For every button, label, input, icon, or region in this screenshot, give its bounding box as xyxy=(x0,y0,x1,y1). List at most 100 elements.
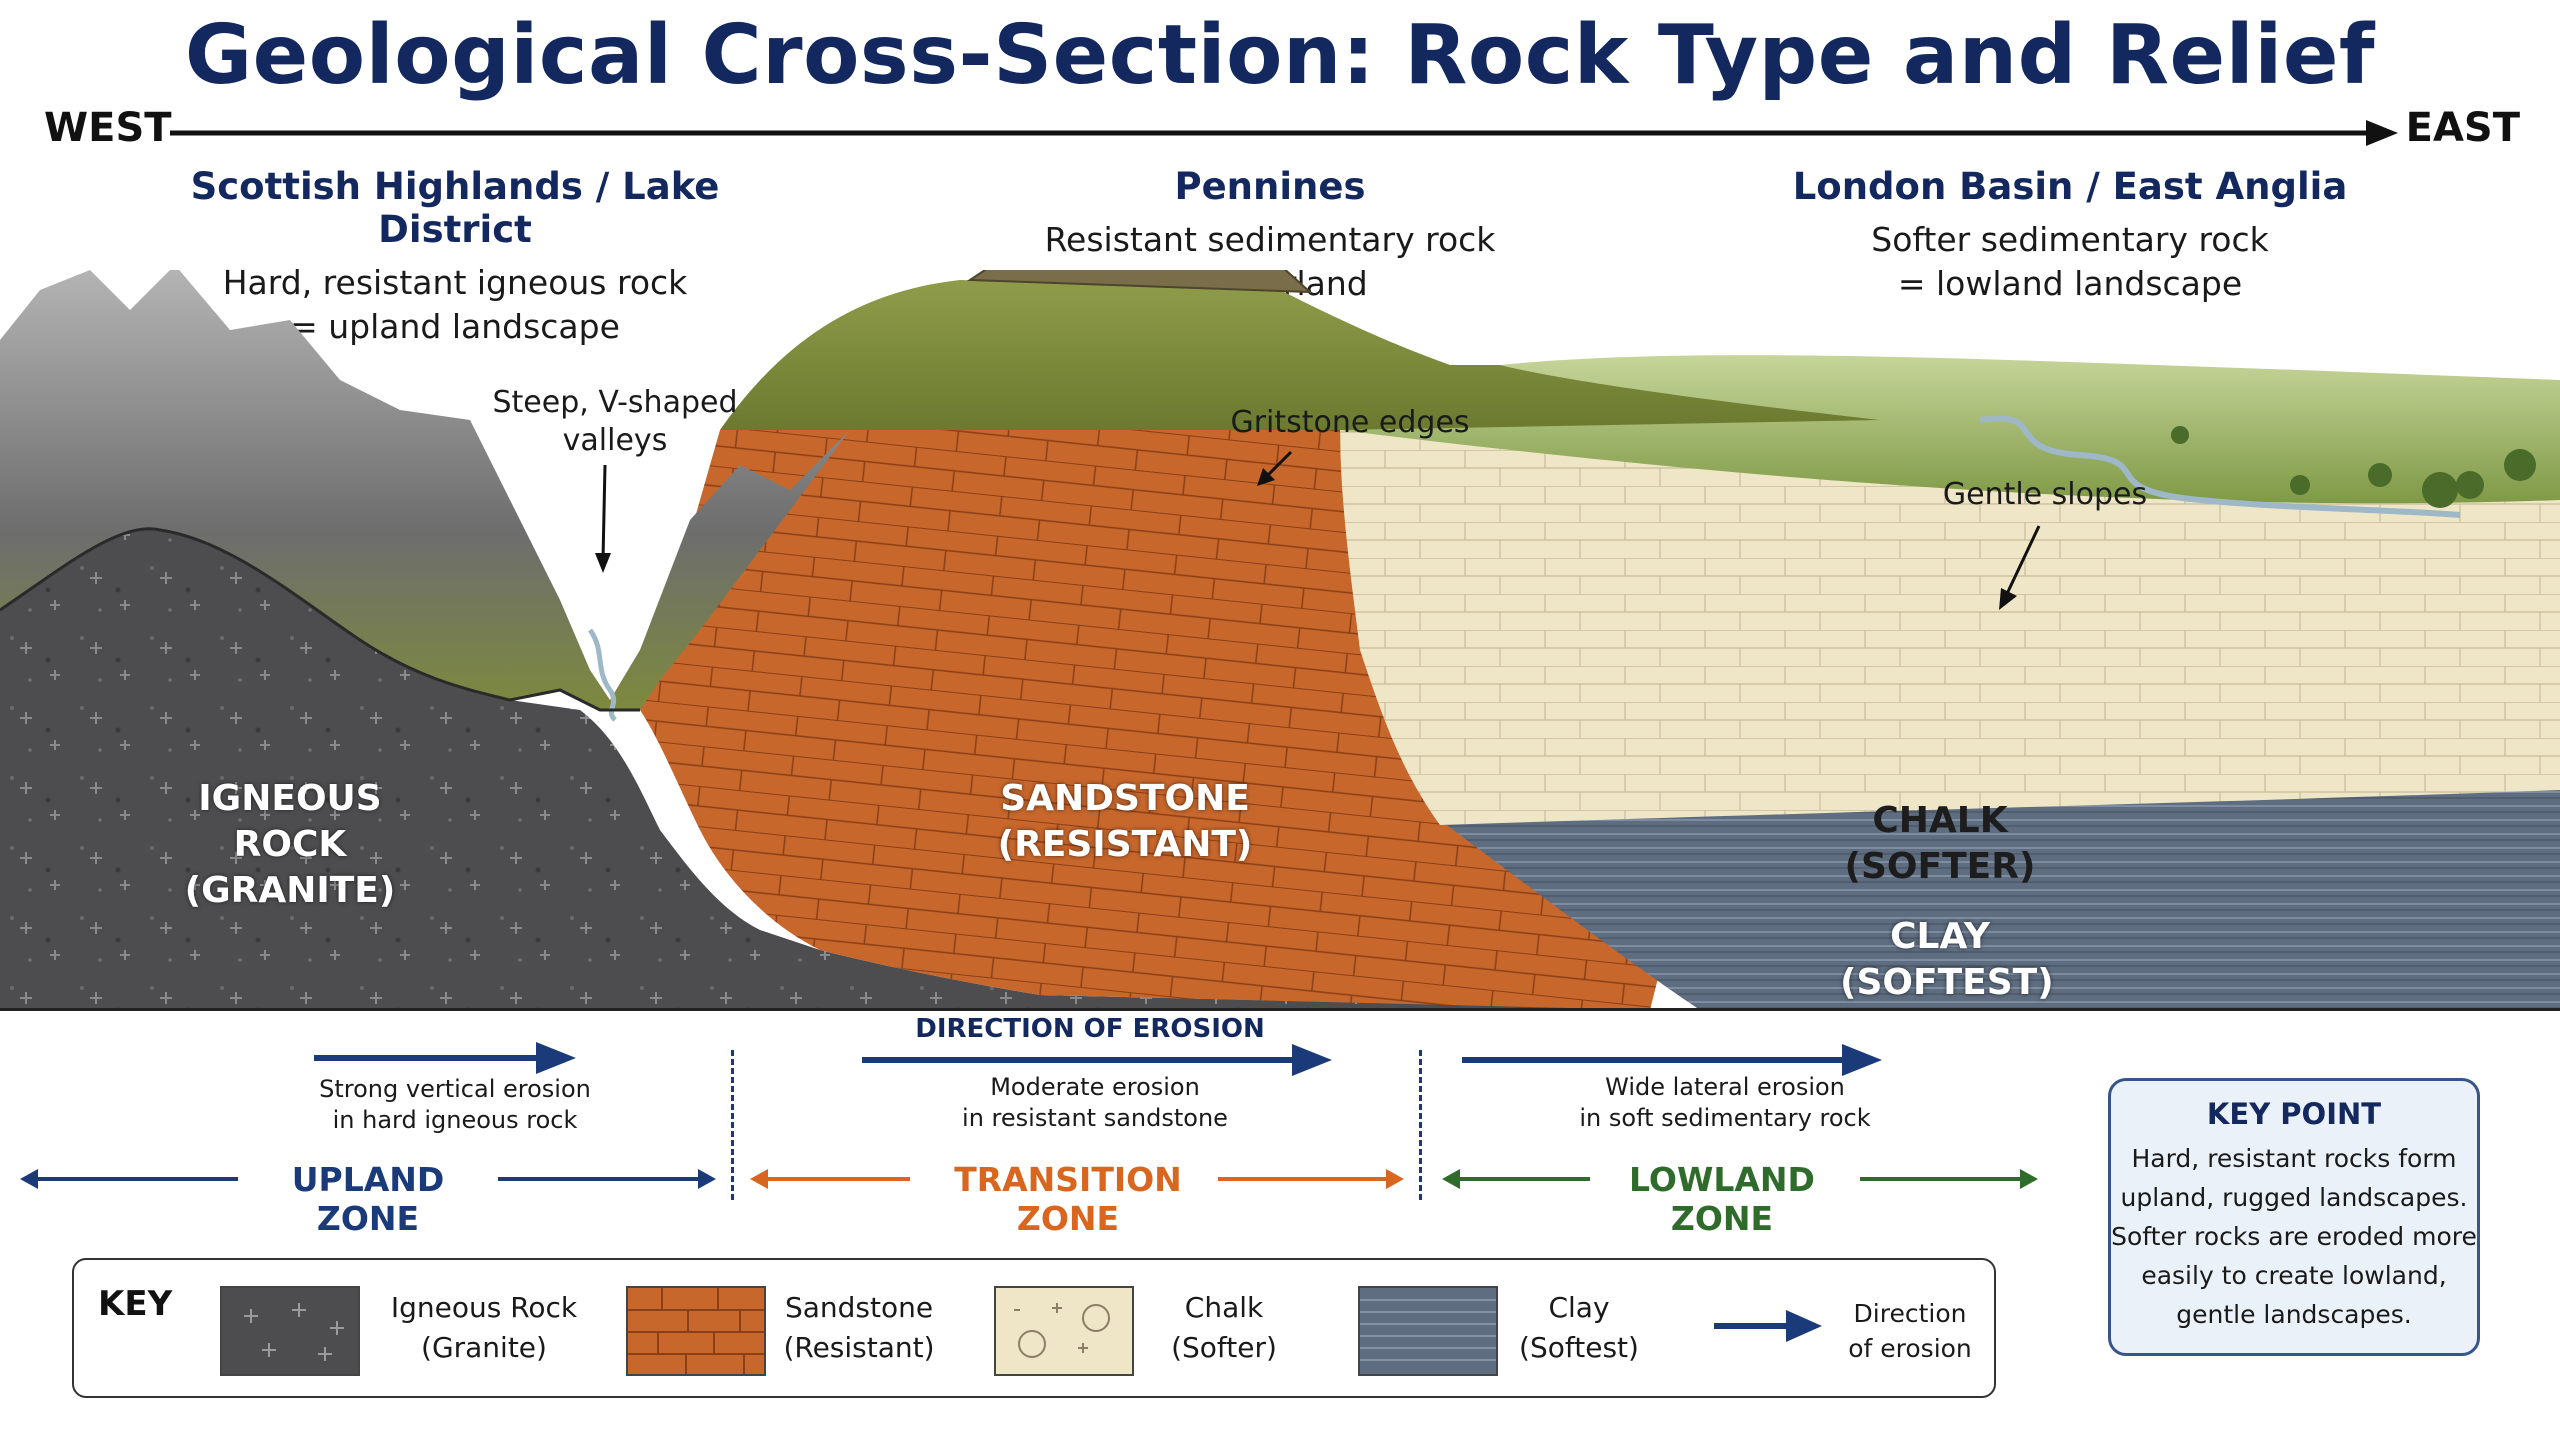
sandstone-swatch-pattern xyxy=(628,1288,764,1374)
key-point-line3: Softer rocks are eroded more xyxy=(2111,1222,2477,1251)
callout-v-valleys-line1: Steep, V-shaped xyxy=(492,385,738,420)
erosion-transition-line1: Moderate erosion xyxy=(990,1073,1200,1101)
transition-zone-arrow xyxy=(750,1169,1404,1189)
key-sandstone-line2: (Resistant) xyxy=(783,1331,935,1364)
callout-gentle-slopes: Gentle slopes xyxy=(1942,477,2148,512)
region-london-basin: London Basin / East Anglia Softer sedime… xyxy=(1780,165,2360,306)
west-label: WEST xyxy=(44,105,172,151)
section-divider xyxy=(0,1008,2560,1011)
label-igneous-rock: IGNEOUS ROCK (GRANITE) xyxy=(140,776,440,914)
label-sandstone-line1: SANDSTONE xyxy=(1000,778,1250,819)
callout-gritstone-arrow xyxy=(1257,450,1293,486)
region-pennines-line1: Resistant sedimentary rock xyxy=(1044,220,1496,259)
erosion-lowland-line1: Wide lateral erosion xyxy=(1605,1073,1845,1101)
sandstone-layer xyxy=(640,401,1680,1010)
label-clay-line2: (SOFTEST) xyxy=(1840,962,2054,1003)
cross-section-illustration xyxy=(0,270,2560,1010)
page-title: Geological Cross-Section: Rock Type and … xyxy=(184,8,2376,103)
erosion-transition-line2: in resistant sandstone xyxy=(962,1104,1228,1132)
label-igneous-line2: (GRANITE) xyxy=(184,870,396,911)
key-point-line5: gentle landscapes. xyxy=(2176,1300,2412,1329)
callout-v-valleys: Steep, V-shaped valleys xyxy=(470,384,760,460)
key-clay-line2: (Softest) xyxy=(1519,1331,1639,1364)
lowland-river xyxy=(1979,415,2461,518)
erosion-lowland-text: Wide lateral erosion in soft sedimentary… xyxy=(1560,1072,1890,1134)
label-sandstone-line2: (RESISTANT) xyxy=(997,824,1253,865)
v-valley-river xyxy=(587,628,617,722)
key-chalk-line2: (Softer) xyxy=(1171,1331,1277,1364)
erosion-title: DIRECTION OF EROSION xyxy=(915,1014,1265,1044)
zone-divider-1 xyxy=(731,1050,734,1200)
label-sandstone: SANDSTONE (RESISTANT) xyxy=(990,776,1260,868)
region-pennines-title: Pennines xyxy=(1174,165,1366,208)
zone-divider-2 xyxy=(1419,1050,1422,1200)
key-swatch-igneous xyxy=(220,1286,360,1376)
upland-zone-label: UPLAND ZONE xyxy=(291,1160,445,1238)
region-highlands: Scottish Highlands / Lake District Hard,… xyxy=(120,165,790,349)
lowland-zone-arrow xyxy=(1442,1169,2038,1189)
pennines-vegetation xyxy=(720,280,1880,430)
igneous-rock-layer xyxy=(0,528,1680,1010)
erosion-upland-line1: Strong vertical erosion xyxy=(319,1075,591,1103)
key-label-erosion: Direction of erosion xyxy=(1830,1296,1990,1366)
key-point-box: KEY POINT Hard, resistant rocks form upl… xyxy=(2108,1078,2480,1356)
callout-v-valleys-line2: valleys xyxy=(562,423,668,458)
west-east-arrow xyxy=(170,120,2398,146)
region-london-line1: Softer sedimentary rock xyxy=(1871,220,2269,259)
key-swatch-chalk xyxy=(994,1286,1134,1376)
key-label-chalk: Chalk (Softer) xyxy=(1154,1288,1294,1368)
erosion-arrow-transition xyxy=(862,1044,1332,1076)
key-label-igneous: Igneous Rock (Granite) xyxy=(374,1288,594,1368)
erosion-lowland-line2: in soft sedimentary rock xyxy=(1579,1104,1871,1132)
region-highlands-title: Scottish Highlands / Lake District xyxy=(190,165,720,251)
callout-gentle-slopes-arrow xyxy=(1999,525,2041,610)
erosion-upland-text: Strong vertical erosion in hard igneous … xyxy=(280,1074,630,1136)
erosion-arrow-lowland xyxy=(1462,1044,1882,1076)
key-label-sandstone: Sandstone (Resistant) xyxy=(774,1288,944,1368)
label-igneous-line1: IGNEOUS ROCK xyxy=(198,778,382,865)
callout-gritstone: Gritstone edges xyxy=(1230,405,1470,440)
key-igneous-line1: Igneous Rock xyxy=(390,1291,578,1324)
key-legend: KEY Igneous Rock (Granite) Sandstone (Re… xyxy=(72,1258,1996,1398)
erosion-transition-text: Moderate erosion in resistant sandstone xyxy=(920,1072,1270,1134)
key-point-line2: upland, rugged landscapes. xyxy=(2120,1183,2468,1212)
key-erosion-line2: of erosion xyxy=(1848,1334,1972,1363)
key-point-line1: Hard, resistant rocks form xyxy=(2131,1144,2457,1173)
erosion-upland-line2: in hard igneous rock xyxy=(332,1106,578,1134)
key-erosion-line1: Direction xyxy=(1853,1299,1967,1328)
key-label-clay: Clay (Softest) xyxy=(1514,1288,1644,1368)
label-clay: CLAY (SOFTEST) xyxy=(1840,914,2054,1006)
east-label: EAST xyxy=(2405,105,2520,151)
label-clay-line1: CLAY xyxy=(1890,916,1990,957)
key-point-line4: easily to create lowland, xyxy=(2141,1261,2447,1290)
highland-mountains xyxy=(0,270,850,710)
callout-v-valleys-arrow xyxy=(595,465,611,573)
key-chalk-line1: Chalk xyxy=(1184,1291,1264,1324)
label-chalk-line2: (SOFTER) xyxy=(1844,846,2036,887)
upland-zone-arrow xyxy=(20,1169,716,1189)
chalk-swatch-pattern xyxy=(1014,1303,1110,1358)
key-title: KEY xyxy=(98,1284,173,1324)
lowland-trees xyxy=(2171,426,2536,508)
label-chalk-line1: CHALK xyxy=(1872,800,2008,841)
region-london-title: London Basin / East Anglia xyxy=(1792,165,2348,208)
igneous-swatch-pattern xyxy=(244,1303,344,1361)
key-point-text: Hard, resistant rocks form upland, rugge… xyxy=(2111,1139,2477,1334)
lowland-zone-label: LOWLAND ZONE xyxy=(1629,1160,1815,1238)
key-sandstone-line1: Sandstone xyxy=(784,1291,934,1324)
key-point-title: KEY POINT xyxy=(2206,1097,2382,1131)
gritstone-edge xyxy=(966,270,1313,294)
key-clay-line1: Clay xyxy=(1548,1291,1610,1324)
region-london-line2: = lowland landscape xyxy=(1897,264,2243,303)
key-igneous-line2: (Granite) xyxy=(421,1331,547,1364)
key-erosion-arrow-icon xyxy=(1714,1310,1822,1342)
erosion-arrow-upland xyxy=(314,1042,576,1074)
label-chalk: CHALK (SOFTER) xyxy=(1840,798,2040,890)
key-swatch-sandstone xyxy=(626,1286,766,1376)
clay-layer xyxy=(1440,770,2560,1010)
key-swatch-clay xyxy=(1358,1286,1498,1376)
region-highlands-line2: = upland landscape xyxy=(290,307,620,346)
transition-zone-label: TRANSITION ZONE xyxy=(954,1160,1182,1238)
clay-swatch-pattern xyxy=(1360,1299,1496,1361)
region-highlands-line1: Hard, resistant igneous rock xyxy=(222,263,688,302)
